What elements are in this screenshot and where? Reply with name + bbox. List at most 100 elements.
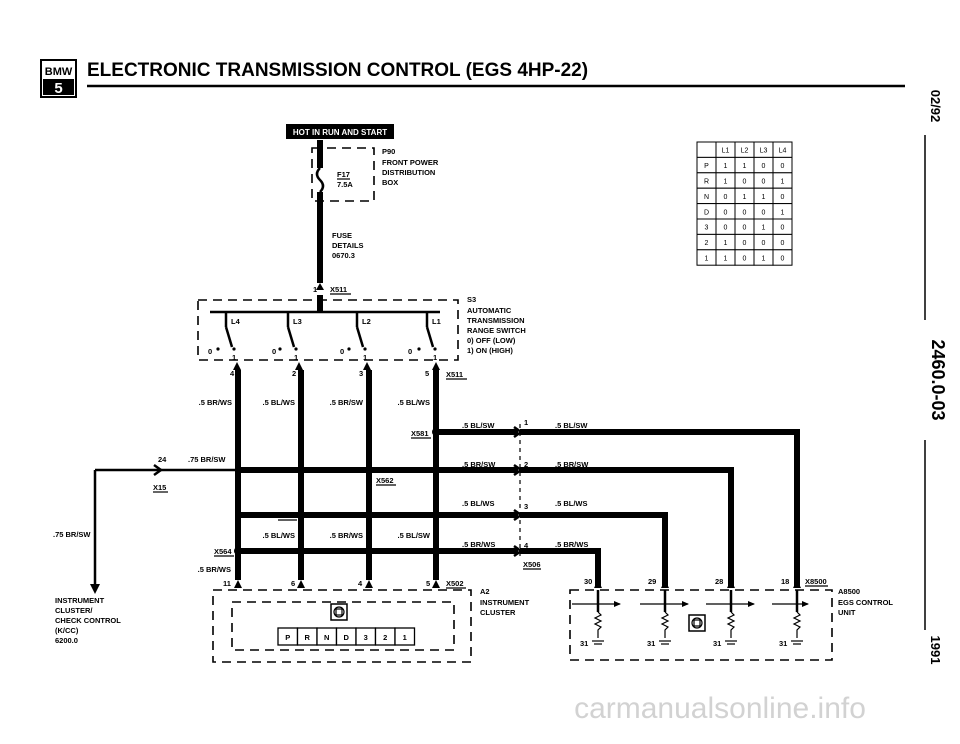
table-value: 0 <box>743 225 747 232</box>
table-value: 1 <box>705 256 709 263</box>
table-value: 1 <box>743 194 747 201</box>
table-value: 1 <box>724 240 728 247</box>
switch-pos-label: 1 <box>433 353 437 362</box>
wire-egs-18 <box>520 429 800 588</box>
table-cell <box>772 249 793 266</box>
switch-pos-label: 0 <box>340 347 344 356</box>
table-value: 0 <box>762 163 766 170</box>
fuse-box-id: P90 <box>382 147 395 156</box>
pin-label: 1 <box>313 285 317 294</box>
logo-model: 5 <box>54 80 62 97</box>
connector-x15: X15 <box>153 483 166 492</box>
egs-id: A8500 <box>838 587 860 596</box>
table-header: L4 <box>779 148 787 155</box>
table-value: N <box>704 194 709 201</box>
pin-label: 30 <box>584 577 592 586</box>
table-value: D <box>704 209 709 216</box>
pin-label: 11 <box>223 579 231 588</box>
fuse-box-desc-1: FRONT POWER <box>382 158 439 167</box>
table-value: 0 <box>762 209 766 216</box>
gear-indicator-N: N <box>324 633 329 642</box>
wire-label: .5 BL/SW <box>397 531 430 540</box>
table-cell <box>696 141 717 158</box>
pin-label: 4 <box>358 579 363 588</box>
cluster-module-icon <box>330 603 348 621</box>
table-value: 1 <box>743 163 747 170</box>
wire-label: .5 BR/WS <box>555 540 588 549</box>
wire-label: .5 BL/WS <box>262 398 295 407</box>
splice-x562 <box>365 466 373 474</box>
pin-label: 4 <box>230 369 235 378</box>
bmw-5-logo: BMW 5 <box>40 59 77 98</box>
logo-text: BMW <box>45 66 73 78</box>
gear-indicator-1: 1 <box>403 633 407 642</box>
pin-label: 5 <box>426 579 430 588</box>
table-value: 0 <box>724 209 728 216</box>
fuse-id: F17 <box>337 170 350 179</box>
switch-desc: RANGE SWITCH <box>467 326 526 335</box>
pin-label: 28 <box>715 577 723 586</box>
range-switch-outline <box>197 299 459 361</box>
wire-label: .5 BR/SW <box>330 398 364 407</box>
cluster-desc: INSTRUMENT <box>480 598 530 607</box>
pin-label: 5 <box>425 369 429 378</box>
wire-label: .5 BL/WS <box>462 499 495 508</box>
ground-pin: 31 <box>647 639 655 648</box>
side-year: 1991 <box>928 636 943 665</box>
ground-pin: 31 <box>713 639 721 648</box>
table-value: 0 <box>762 240 766 247</box>
wire-label: .5 BR/WS <box>330 531 363 540</box>
table-value: 1 <box>762 225 766 232</box>
table-value: 0 <box>781 240 785 247</box>
connector-x511-bottom: X511 <box>446 370 463 379</box>
splice-x563 <box>297 511 305 519</box>
switch-contacts <box>216 312 437 351</box>
table-value: 1 <box>724 256 728 263</box>
gear-cell <box>394 627 416 646</box>
table-value: 1 <box>781 179 785 186</box>
fuse-box-desc-2: DISTRIBUTION <box>382 168 435 177</box>
fuse-amp: 7.5A <box>337 180 353 189</box>
table-header: L3 <box>760 148 768 155</box>
gear-indicator-P: P <box>285 633 290 642</box>
wire-egs-30 <box>520 548 601 588</box>
pin-label: 24 <box>158 455 167 464</box>
page-title: ELECTRONIC TRANSMISSION CONTROL (EGS 4HP… <box>87 60 588 81</box>
gear-indicator-R: R <box>305 633 311 642</box>
switch-pos-label: 0 <box>272 347 276 356</box>
table-value: 0 <box>743 240 747 247</box>
wire-label: .75 BR/SW <box>188 455 226 464</box>
connector-x502: X502 <box>446 579 464 588</box>
table-value: 2 <box>705 240 709 247</box>
watermark: carmanualsonline.info <box>574 692 866 725</box>
table-value: 1 <box>762 256 766 263</box>
table-value: 0 <box>781 163 785 170</box>
table-value: 1 <box>724 163 728 170</box>
table-value: 1 <box>781 209 785 216</box>
wire-label: .5 BR/SW <box>462 460 496 469</box>
fuse-symbol <box>315 167 325 193</box>
wire-label: .5 BL/SW <box>462 421 495 430</box>
kcc-desc: INSTRUMENT <box>55 596 105 605</box>
table-value: 0 <box>724 194 728 201</box>
connector-x564: X564 <box>214 547 232 556</box>
switch-pos-label: 0 <box>408 347 412 356</box>
table-value: 0 <box>762 179 766 186</box>
table-value: 0 <box>781 256 785 263</box>
side-page-number: 2460.0-03 <box>928 339 948 420</box>
table-value: 0 <box>781 194 785 201</box>
table-value: 3 <box>705 225 709 232</box>
connector-x581: X581 <box>411 429 429 438</box>
kcc-desc: CHECK CONTROL <box>55 616 121 625</box>
cluster-desc: CLUSTER <box>480 608 516 617</box>
switch-desc: 1) ON (HIGH) <box>467 346 513 355</box>
table-value: 1 <box>724 179 728 186</box>
egs-desc: EGS CONTROL <box>838 598 893 607</box>
connector-x8500: X8500 <box>805 577 827 586</box>
switch-contact-l1: L1 <box>432 317 441 326</box>
cluster-id: A2 <box>480 587 490 596</box>
table-value: P <box>704 163 709 170</box>
wire-label: .5 BR/WS <box>462 540 495 549</box>
pin-label: 6 <box>291 579 295 588</box>
